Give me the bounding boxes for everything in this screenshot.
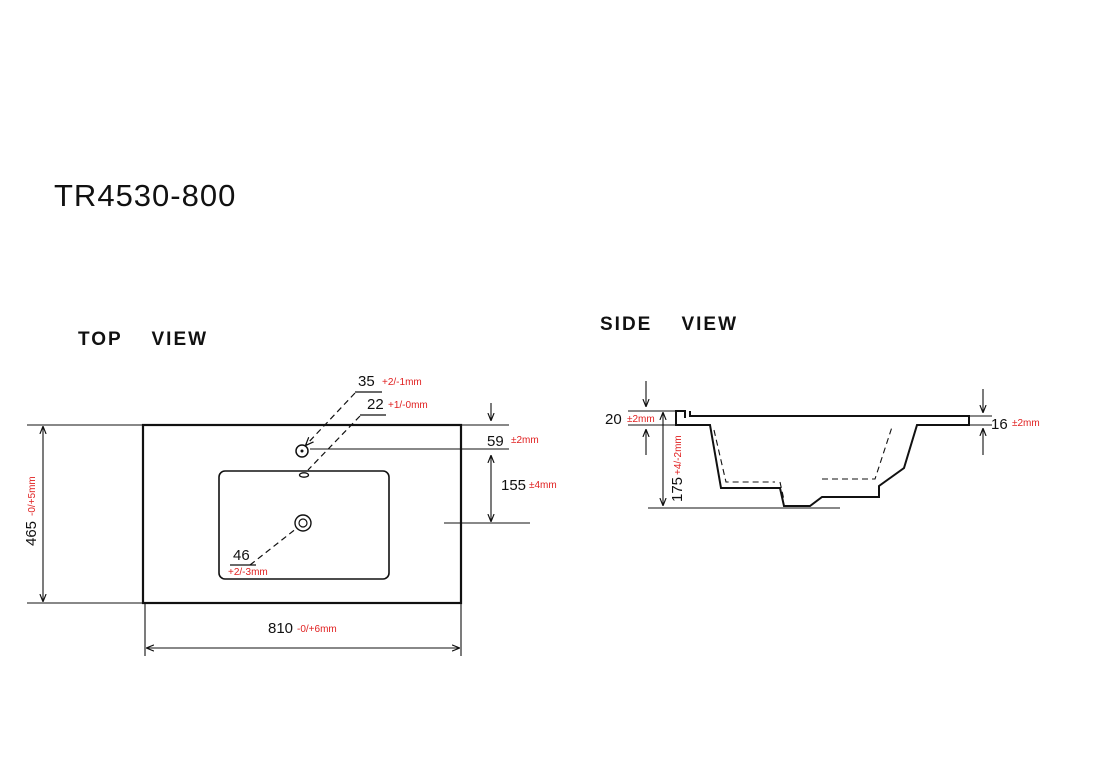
dim-59-value: 59 — [487, 433, 504, 450]
side-view — [628, 381, 992, 509]
tap-hole — [295, 444, 309, 458]
side-view-heading: SIDE VIEW — [600, 314, 739, 335]
dim-175-tolerance: +4/-2mm — [673, 435, 684, 475]
dim-16-value: 16 — [991, 416, 1008, 433]
dim-46-value: 46 — [233, 547, 250, 564]
dim-59-tolerance: ±2mm — [511, 435, 539, 446]
dim-16-tolerance: ±2mm — [1012, 418, 1040, 429]
dim-20-tolerance: ±2mm — [627, 414, 655, 425]
dim-175-value: 175 — [669, 477, 686, 502]
drain-hole — [294, 514, 312, 532]
dim-155-tolerance: ±4mm — [529, 480, 557, 491]
dim-46-tolerance: +2/-3mm — [228, 567, 268, 578]
model-title: TR4530-800 — [54, 178, 237, 213]
dim-22-tolerance: +1/-0mm — [388, 400, 428, 411]
dim-155-value: 155 — [501, 477, 526, 494]
dim-20-value: 20 — [605, 411, 622, 428]
overflow-hole — [298, 472, 310, 478]
dim-465-tolerance: -0/+5mm — [27, 476, 38, 516]
basin-outline — [218, 470, 390, 580]
countertop-outline — [141, 423, 463, 605]
dim-22-value: 22 — [367, 396, 384, 413]
side-profile — [675, 410, 970, 507]
dim-810-value: 810 — [268, 620, 293, 637]
top-view — [27, 391, 530, 656]
top-view-heading: TOP VIEW — [78, 329, 209, 350]
dim-810-tolerance: -0/+6mm — [297, 624, 337, 635]
dim-35-tolerance: +2/-1mm — [382, 377, 422, 388]
dim-35-value: 35 — [358, 373, 375, 390]
dim-465-value: 465 — [23, 521, 40, 546]
